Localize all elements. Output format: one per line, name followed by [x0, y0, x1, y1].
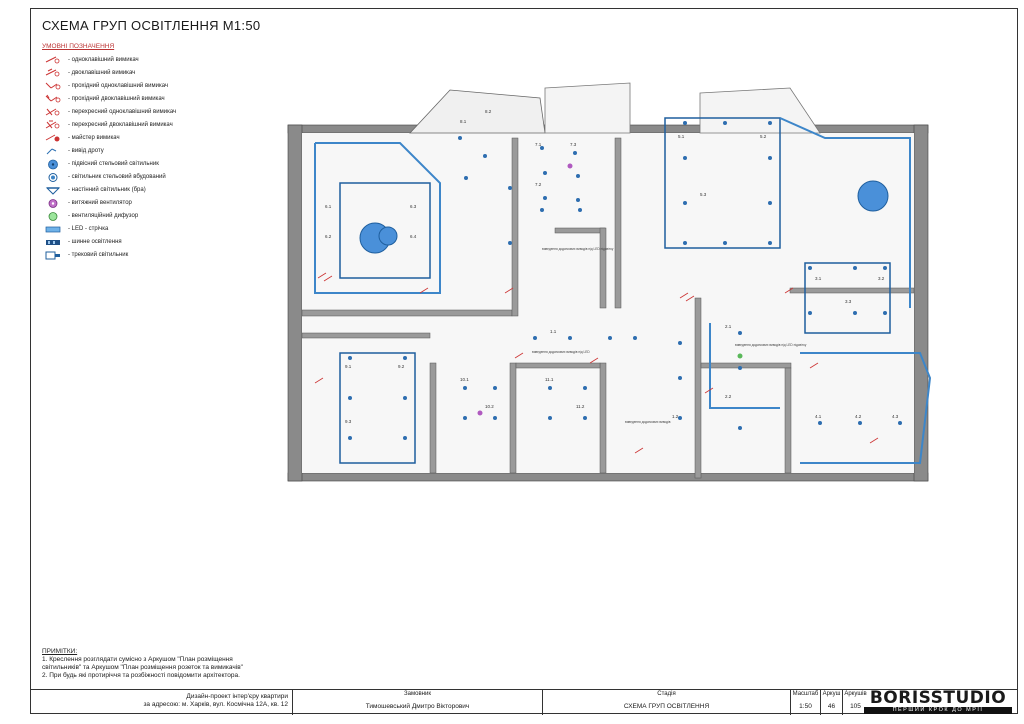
plan-label: 9.1 [345, 364, 352, 369]
legend-row: - прохідний одноклавішний вимикач [42, 80, 168, 92]
legend-row: - витяжний вентилятор [42, 197, 132, 209]
plan-label: 5.1 [678, 134, 685, 139]
plan-label: 3.3 [845, 299, 852, 304]
master-switch-icon [42, 133, 64, 144]
legend-row: - вивід дроту [42, 145, 104, 157]
plan-label: 6.4 [410, 234, 417, 239]
sheets-cell: Аркушів 105 [842, 690, 868, 715]
legend-row: - прохідний двоклавішний вимикач [42, 93, 165, 105]
pendant-lamp-icon [42, 159, 64, 170]
plan-label: 7.1 [535, 142, 542, 147]
plan-label: 7.2 [535, 182, 542, 187]
sheet-cell: Аркуш 46 [820, 690, 842, 715]
legend-row: - майстер вимикач [42, 132, 120, 144]
floor-plan: 6.1 6.2 6.3 6.4 7.1 7.2 7.3 5.1 5.2 5.3 … [287, 82, 932, 482]
plan-note: виведення додаткових виводів під LED під… [542, 247, 614, 251]
legend-row: - одноклавішний вимикач [42, 54, 139, 66]
plan-label: 11.2 [576, 404, 585, 409]
plan-label: 1.1 [550, 329, 557, 334]
legend-row: - двоклавішний вимикач [42, 67, 135, 79]
legend-row: - LED - стрічка [42, 223, 108, 235]
plan-label: 5.2 [760, 134, 767, 139]
plan-note: виведення додаткових виводів [625, 420, 671, 424]
studio-logo: BORISSTUDIO ПЕРШИЙ КРОК ДО МРІЇ [864, 690, 1012, 714]
wall-lamp-icon [42, 185, 64, 196]
plan-label: 9.2 [398, 364, 405, 369]
switch-marks [314, 272, 879, 454]
plan-label: 11.1 [545, 377, 554, 382]
diffuser-icon [42, 211, 64, 222]
legend-row: - перехресний двоклавішний вимикач [42, 119, 173, 131]
plan-label: 10.1 [460, 377, 469, 382]
double-switch-icon [42, 68, 64, 79]
plan-label: 2.1 [725, 324, 732, 329]
note-line: 2. При будь які протиріччя та розбіжност… [42, 672, 240, 679]
track-light-icon [42, 250, 64, 261]
plan-label: 5.3 [700, 192, 707, 197]
project-address: Дизайн-проект інтер'єру квартири за адре… [143, 693, 288, 708]
notes: ПРИМІТКИ: 1. Креслення розглядати сумісн… [42, 648, 272, 680]
legend-row: - підвісний стельовий світильник [42, 158, 159, 170]
bay-window [409, 89, 546, 134]
plan-label: 6.2 [325, 234, 332, 239]
sheet-title: СХЕМА ГРУП ОСВІТЛЕННЯ М1:50 [42, 18, 261, 33]
cross-single-switch-icon [42, 107, 64, 118]
legend-row: - трековий світильник [42, 249, 128, 261]
legend-heading: УМОВНІ ПОЗНАЧЕННЯ [42, 43, 115, 50]
plan-label: 6.1 [325, 204, 332, 209]
recessed-lamp-icon [42, 172, 64, 183]
scale-cell: Масштаб 1:50 [790, 690, 820, 715]
single-switch-icon [42, 55, 64, 66]
cross-double-switch-icon [42, 120, 64, 131]
plan-label: 1.2 [672, 414, 679, 419]
note-line: 1. Креслення розглядати сумісно з Аркушо… [42, 656, 233, 663]
plan-label: 8.1 [460, 119, 467, 124]
pass-single-switch-icon [42, 81, 64, 92]
plan-label: 10.2 [485, 404, 494, 409]
plan-label: 8.2 [485, 109, 492, 114]
plan-label: 4.2 [855, 414, 862, 419]
plan-label: 4.3 [892, 414, 899, 419]
floor-area [302, 133, 914, 473]
pendant-lamps [359, 180, 889, 254]
legend-row: - вентиляційний дифузор [42, 210, 138, 222]
plan-label: 6.3 [410, 204, 417, 209]
pass-double-switch-icon [42, 94, 64, 105]
plan-label: 3.1 [815, 276, 822, 281]
legend-row: - настінний світильник (бра) [42, 184, 146, 196]
top-balcony [544, 82, 631, 134]
title-block: Дизайн-проект інтер'єру квартири за адре… [30, 689, 1018, 715]
plan-note: виведення додаткових виводів під LED [532, 350, 590, 354]
plan-label: 4.1 [815, 414, 822, 419]
legend-row: - шинне освітлення [42, 236, 122, 248]
plan-label: 9.3 [345, 419, 352, 424]
legend-row: - світильник стельовий вбудований [42, 171, 166, 183]
plan-label: 3.2 [878, 276, 885, 281]
plan-label: 2.2 [725, 394, 732, 399]
notes-heading: ПРИМІТКИ: [42, 648, 78, 655]
client-cell: Замовник Тимошевський Дмитро Вікторович [292, 690, 542, 715]
recessed-lamps [348, 121, 902, 440]
note-line: світильників" та Аркушом "План розміщенн… [42, 664, 243, 671]
bus-lighting-icon [42, 237, 64, 248]
led-strip-icon [42, 224, 64, 235]
exhaust-fans [477, 163, 743, 416]
plan-note: виведення додаткових виводів під LED під… [735, 343, 807, 347]
wire-outlet-icon [42, 146, 64, 157]
drawing-frame [30, 8, 1018, 714]
stage-cell: Стадія СХЕМА ГРУП ОСВІТЛЕННЯ [542, 690, 790, 715]
exhaust-fan-icon [42, 198, 64, 209]
legend-row: - перехресний одноклавішний вимикач [42, 106, 176, 118]
interior-walls [301, 137, 915, 479]
led-contours [314, 117, 932, 464]
plan-label: 7.3 [570, 142, 577, 147]
upper-right-bay [699, 87, 821, 134]
